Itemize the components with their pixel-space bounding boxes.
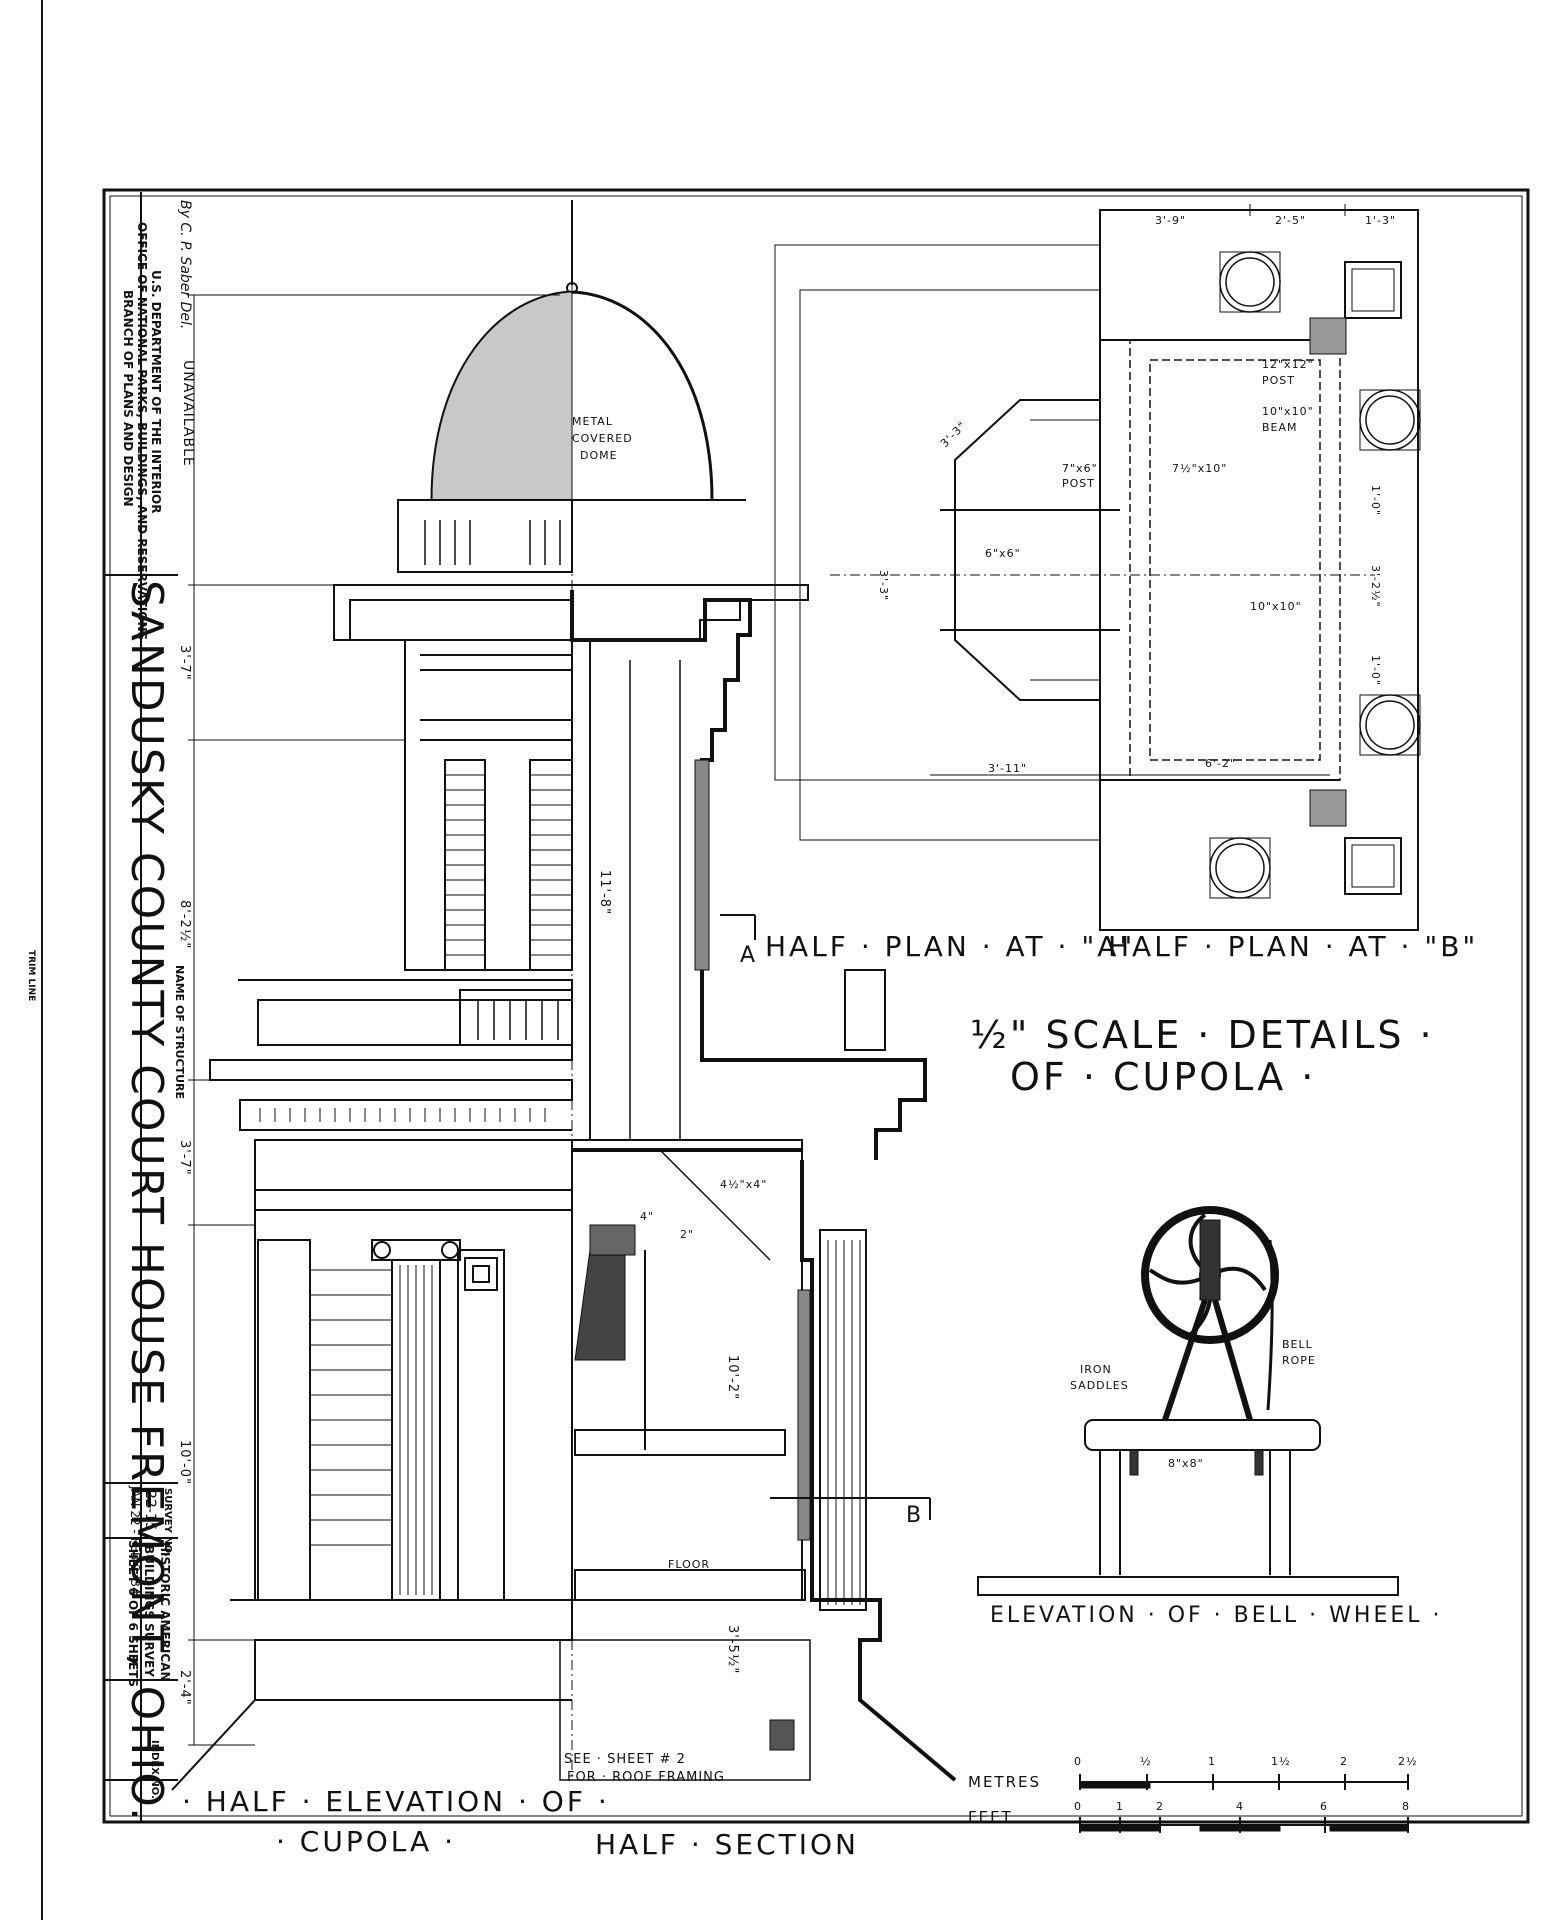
sheet-number: SHEET 6 OF 6 SHEETS — [126, 1540, 140, 1687]
plan-dim-left: 3'-3" — [877, 570, 890, 602]
delineator-signature: By C. P. Saber Del. — [177, 200, 193, 330]
plan-dim-top-3: 1'-3" — [1365, 214, 1397, 227]
scale-feet-label: FEET — [968, 1808, 1013, 1826]
section-mark-b: B — [906, 1503, 922, 1528]
elevation-dim-1: 3'-7" — [177, 645, 192, 681]
scale-feet-tick: 1 — [1116, 1800, 1124, 1813]
dome-callout-2: COVERED — [572, 432, 633, 445]
plan-dim-right-3: 1'-0" — [1369, 655, 1382, 687]
member-8x8-callout: 8"x8" — [1168, 1457, 1204, 1470]
sheet-title-line-1: ½" SCALE · DETAILS · — [970, 1013, 1435, 1057]
half-section-title: HALF · SECTION — [595, 1828, 859, 1861]
scale-feet-tick: 6 — [1320, 1800, 1328, 1813]
bell-wheel — [977, 1206, 1399, 1596]
bell-wheel-title: ELEVATION · OF · BELL · WHEEL · — [990, 1603, 1443, 1628]
bell-rope-callout-1: BELL — [1282, 1338, 1313, 1351]
post-12-callout: 12"x12" — [1262, 358, 1314, 371]
scale-metres-label: METRES — [968, 1773, 1042, 1791]
plan-dim-bottom-2: 6'-2" — [1205, 757, 1237, 770]
half-plans — [774, 204, 1421, 931]
iron-saddles-callout-2: SADDLES — [1070, 1379, 1129, 1392]
mark-2-callout: 2" — [680, 1228, 695, 1241]
name-of-structure-label: NAME OF STRUCTURE — [173, 965, 186, 1100]
plan-dim-top-2: 2'-5" — [1275, 214, 1307, 227]
elevation-dimension-chain — [188, 294, 560, 1746]
member-4x4-callout: 4½"x4" — [720, 1178, 768, 1191]
section-dim-3: 3'-5½" — [725, 1625, 740, 1675]
title-block-lines — [104, 192, 178, 1822]
section-dim-2: 10'-2" — [725, 1355, 740, 1401]
cupola-elevation — [171, 200, 957, 1791]
post-7x6-callout-1: 7"x6" — [1062, 462, 1098, 475]
agency-line-2: OFFICE OF NATIONAL PARKS, BUILDINGS, AND… — [135, 222, 149, 641]
half-plan-b-title: HALF · PLAN · AT · "B" — [1108, 930, 1479, 963]
bell-rope-callout-2: ROPE — [1282, 1354, 1316, 1367]
scale-metres-tick: 2 — [1340, 1755, 1348, 1768]
scale-feet-tick: 8 — [1402, 1800, 1410, 1813]
member-7x10-callout: 7½"x10" — [1172, 462, 1228, 475]
member-10x10-callout: 10"x10" — [1250, 600, 1302, 613]
sheet-border-inner — [109, 195, 1523, 1817]
unavailable-note: UNAVAILABLE — [180, 360, 196, 467]
scale-metres-tick: 2½ — [1398, 1755, 1418, 1768]
dome-callout-1: METAL — [572, 415, 613, 428]
agency-line-1: U.S. DEPARTMENT OF THE INTERIOR — [149, 270, 163, 514]
scale-feet-tick: 4 — [1236, 1800, 1244, 1813]
scale-feet-tick: 0 — [1074, 1800, 1082, 1813]
beam-callout-2: BEAM — [1262, 421, 1298, 434]
elevation-dim-2: 8'-2½" — [177, 900, 192, 950]
plan-dim-right-2: 3'-2½" — [1369, 565, 1382, 608]
habs-line-1: HISTORIC AMERICAN — [158, 1542, 172, 1682]
sheet-border — [102, 188, 1530, 1824]
mark-4-callout: 4" — [640, 1210, 655, 1223]
scale-metres-tick: ½ — [1140, 1755, 1152, 1768]
agency-line-3: BRANCH OF PLANS AND DESIGN — [121, 290, 135, 507]
survey-number: 22-15 — [142, 1490, 158, 1531]
trim-line-label: TRIM LINE — [26, 950, 36, 1002]
sheet-title-line-2: OF · CUPOLA · — [1010, 1055, 1317, 1099]
index-no-label: INDEX NO. — [149, 1740, 160, 1799]
scale-metres-tick: 1 — [1208, 1755, 1216, 1768]
half-plan-a-title: HALF · PLAN · AT · "A" — [765, 930, 1136, 963]
scale-metres-tick: 1½ — [1271, 1755, 1291, 1768]
member-6x6-callout: 6"x6" — [985, 547, 1021, 560]
roof-note-1: SEE · SHEET # 2 — [564, 1752, 686, 1767]
habs-line-2: BUILDINGS SURVEY — [142, 1545, 156, 1677]
section-mark-a: A — [740, 943, 756, 968]
beam-callout-1: 10"x10" — [1262, 405, 1314, 418]
post-12-callout-2: POST — [1262, 374, 1295, 387]
half-elevation-title-2: · CUPOLA · — [276, 1825, 456, 1858]
roof-note-2: FOR · ROOF FRAMING — [567, 1770, 725, 1785]
elevation-dim-4: 10'-0" — [177, 1440, 192, 1486]
section-dim-1: 11'-8" — [597, 870, 612, 916]
elevation-dim-3: 3'-7" — [177, 1140, 192, 1176]
elevation-dim-5: 2'-4" — [177, 1670, 192, 1706]
post-7x6-callout-2: POST — [1062, 477, 1095, 490]
dome-callout-3: DOME — [580, 449, 618, 462]
iron-saddles-callout-1: IRON — [1080, 1363, 1112, 1376]
plan-dim-right-1: 1'-0" — [1369, 485, 1382, 517]
plan-dim-bottom-1: 3'-11" — [988, 762, 1028, 775]
scale-metres-tick: 0 — [1074, 1755, 1082, 1768]
floor-callout: FLOOR — [668, 1558, 711, 1571]
scale-feet-tick: 2 — [1156, 1800, 1164, 1813]
scale-bar — [1079, 1774, 1409, 1833]
half-elevation-title-1: · HALF · ELEVATION · OF · — [182, 1785, 610, 1818]
plan-dim-top-1: 3'-9" — [1155, 214, 1187, 227]
